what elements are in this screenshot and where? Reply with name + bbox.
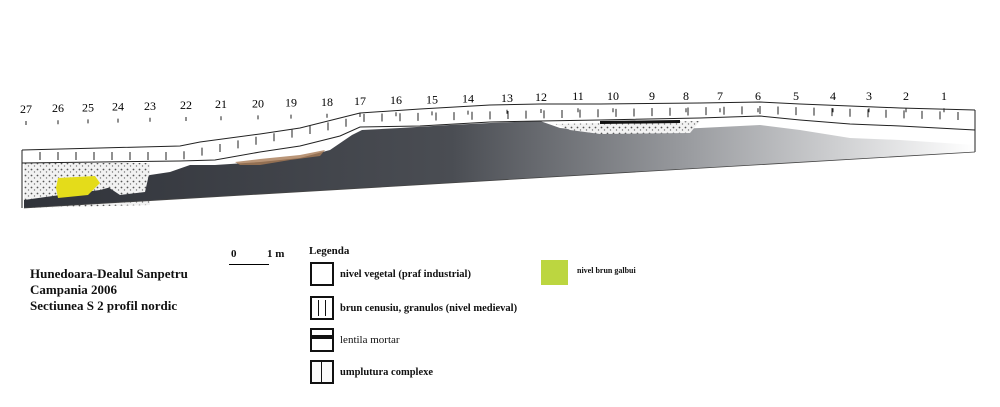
station-label-1: 1 xyxy=(941,89,947,103)
station-label-23: 23 xyxy=(144,99,156,113)
station-label-13: 13 xyxy=(501,91,513,105)
vegetal-base-line xyxy=(21,115,976,164)
station-label-16: 16 xyxy=(390,93,402,107)
swatch-mortar-icon xyxy=(310,328,334,352)
legend-label-brun-galbui: nivel brun galbui xyxy=(577,266,636,275)
legend-item-vegetal: nivel vegetal (praf industrial) xyxy=(310,262,471,286)
swatch-yellow-brown-icon xyxy=(541,260,568,285)
station-label-26: 26 xyxy=(52,101,64,115)
station-label-20: 20 xyxy=(252,96,264,110)
title-line-2: Campania 2006 xyxy=(30,282,118,297)
gravel-lens-mid xyxy=(98,170,150,195)
station-label-12: 12 xyxy=(535,90,547,104)
station-label-3: 3 xyxy=(866,89,872,103)
legend-item-mortar: lentila mortar xyxy=(310,328,400,352)
station-label-14: 14 xyxy=(462,92,474,106)
scale-line xyxy=(229,264,269,265)
site-title: Hunedoara-Dealul Sanpetru Campania 2006 … xyxy=(30,266,188,314)
station-label-2: 2 xyxy=(903,89,909,103)
scale-end: 1 m xyxy=(267,248,285,260)
station-label-6: 6 xyxy=(755,89,761,103)
station-label-18: 18 xyxy=(321,95,333,109)
station-label-17: 17 xyxy=(354,94,366,108)
dark-stratum xyxy=(24,121,975,208)
station-label-5: 5 xyxy=(793,89,799,103)
legend-label: umplutura complexe xyxy=(340,366,434,378)
legend-label: nivel vegetal (praf industrial) xyxy=(340,268,471,280)
scale-start: 0 xyxy=(231,248,237,260)
swatch-empty-icon xyxy=(310,262,334,286)
station-label-7: 7 xyxy=(717,89,723,103)
mortar-lens xyxy=(600,120,680,124)
gravel-lens-left xyxy=(24,165,60,200)
legend-item-medieval: brun cenusiu, granulos (nivel medieval) xyxy=(310,296,517,320)
yellow-lens xyxy=(56,176,100,198)
station-label-9: 9 xyxy=(649,89,655,103)
station-label-22: 22 xyxy=(180,98,192,112)
swatch-vertical-lines-icon xyxy=(310,296,334,320)
station-label-10: 10 xyxy=(607,89,619,103)
swatch-dotted-icon xyxy=(310,360,334,384)
title-line-3: Sectiunea S 2 profil nordic xyxy=(30,298,178,313)
station-label-21: 21 xyxy=(215,97,227,111)
station-label-8: 8 xyxy=(683,89,689,103)
title-line-1: Hunedoara-Dealul Sanpetru xyxy=(30,266,188,281)
surface-line xyxy=(21,101,976,151)
station-label-4: 4 xyxy=(830,89,836,103)
legend-title: Legenda xyxy=(309,245,350,257)
legend-item-fill: umplutura complexe xyxy=(310,360,433,384)
station-label-15: 15 xyxy=(426,92,438,106)
station-label-24: 24 xyxy=(112,100,124,114)
legend-label: brun cenusiu, granulos (nivel medieval) xyxy=(340,302,518,314)
station-label-19: 19 xyxy=(285,96,297,110)
brown-lens xyxy=(235,150,325,165)
station-label-25: 25 xyxy=(82,100,94,114)
station-label-11: 11 xyxy=(572,89,584,103)
station-label-27: 27 xyxy=(20,102,32,116)
legend-label: lentila mortar xyxy=(340,334,400,346)
gravel-lens-right xyxy=(555,121,700,134)
